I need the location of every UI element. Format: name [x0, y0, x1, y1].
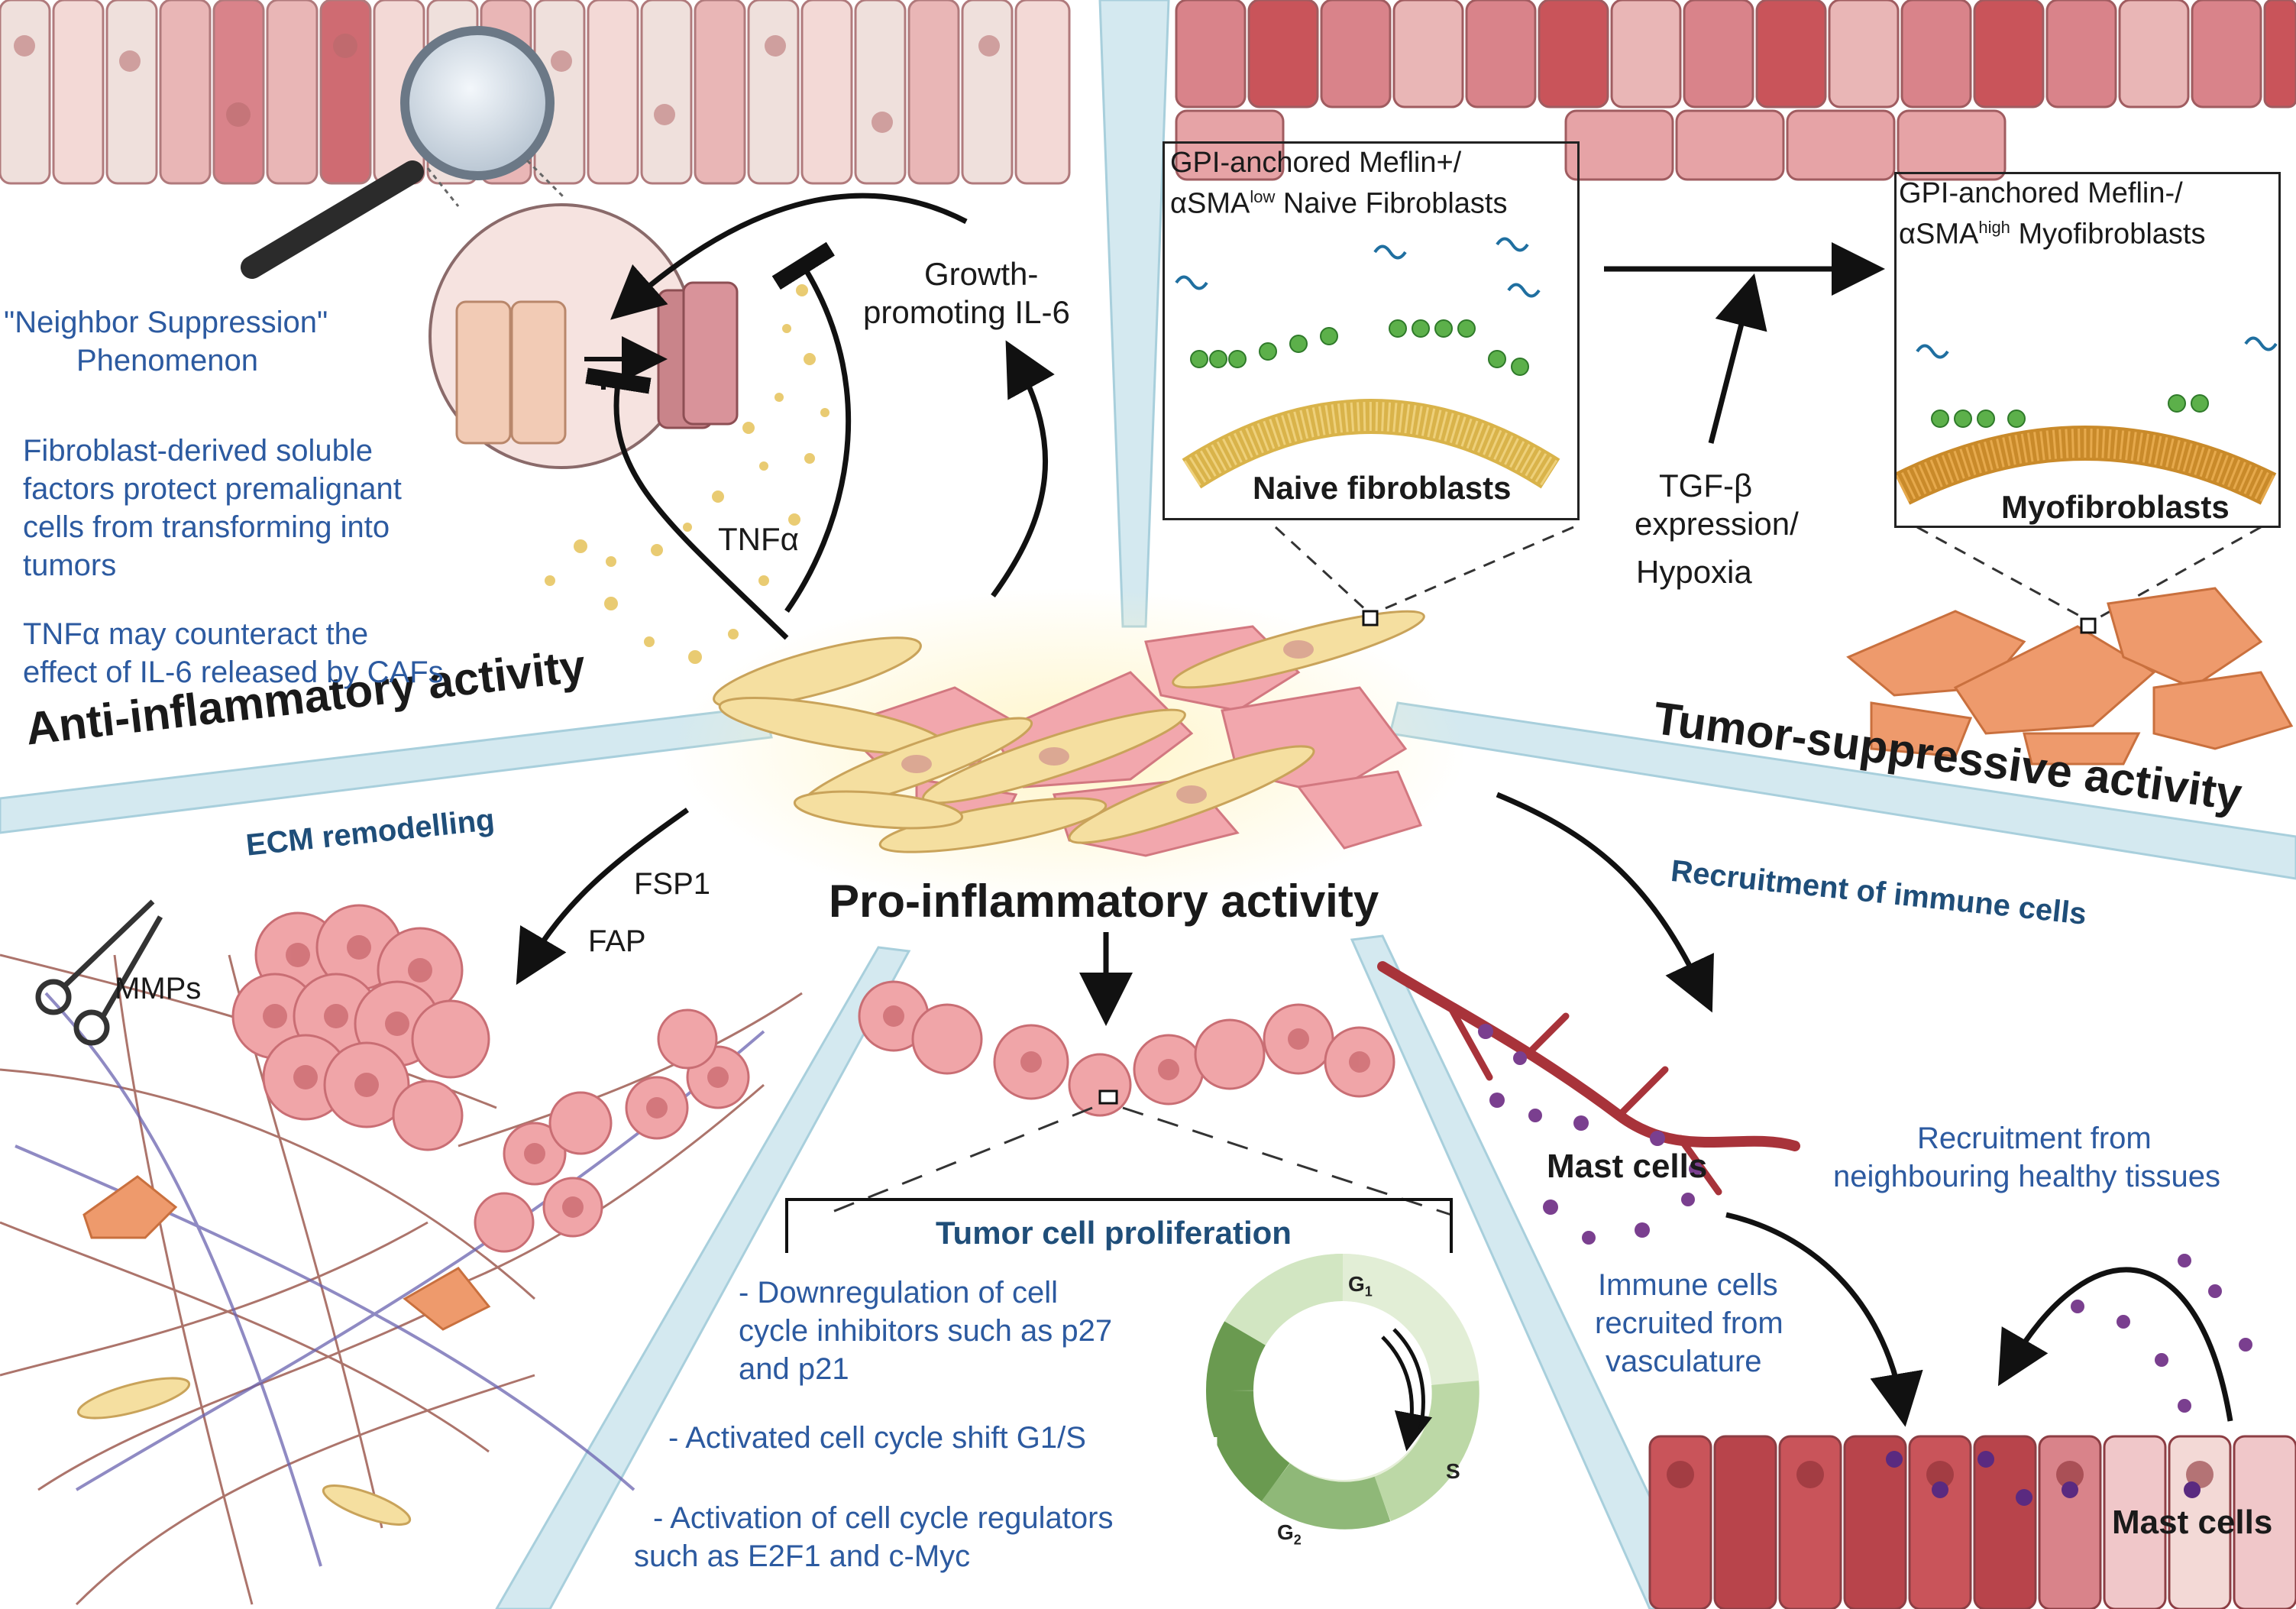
proliferation-title: Tumor cell proliferation — [936, 1215, 1292, 1251]
epithelium-bottom-right — [1648, 1435, 2296, 1609]
cycle-g1-letter: G — [1348, 1272, 1365, 1296]
cycle-g1-label: G1 — [1348, 1272, 1373, 1300]
soluble-factors — [545, 284, 829, 664]
zoom-circle — [428, 203, 739, 469]
tnfa-label: TNFα — [718, 521, 799, 557]
bullet3-line2: such as E2F1 and c-Myc — [634, 1539, 971, 1573]
vasc-line-3: vasculature — [1606, 1345, 1762, 1378]
naive-header-line1: GPI-anchored Meflin+/ — [1170, 147, 1462, 179]
growth-label-line2: promoting IL-6 — [863, 294, 1070, 330]
myo-header-high: high — [1978, 218, 2010, 237]
myo-header-line2: αSMAhigh Myofibroblasts — [1899, 218, 2205, 251]
vasc-line-1: Immune cells — [1598, 1268, 1778, 1302]
tnf-line-1: TNFα may counteract the — [23, 617, 369, 651]
myo-header-rest: Myofibroblasts — [2010, 218, 2206, 251]
tgf-line-2: expression/ — [1635, 506, 1799, 542]
recruit-line-2: neighbouring healthy tissues — [1833, 1160, 2221, 1193]
growth-label-line1: Growth- — [924, 256, 1039, 292]
mast-cell-dots — [1478, 1024, 2252, 1413]
cycle-g2-sub: 2 — [1293, 1532, 1302, 1548]
myo-header-asma: αSMA — [1899, 218, 1979, 251]
bullet1-line3: and p21 — [739, 1352, 849, 1386]
fap-label: FAP — [588, 924, 646, 958]
protect-line-1: Fibroblast-derived soluble — [23, 434, 374, 468]
tumor-cells-row — [858, 980, 1395, 1117]
scissors-icon — [35, 899, 163, 1046]
myo-membrane — [1893, 336, 2278, 505]
tnf-line-2: effect of IL-6 released by CAFs — [23, 656, 444, 689]
cycle-m-label: M — [1201, 1433, 1219, 1456]
ecm-fibroblasts — [82, 1175, 491, 1331]
mmps-label: MMPs — [115, 972, 202, 1005]
naive-header-low: low — [1250, 187, 1276, 206]
neighbor-suppression-line2: Phenomenon — [76, 344, 258, 377]
epithelium-top-right — [1175, 0, 2296, 108]
vasc-line-2: recruited from — [1595, 1306, 1783, 1340]
tgf-line-3: Hypoxia — [1636, 554, 1752, 590]
bullet1-line1: - Downregulation of cell — [739, 1276, 1058, 1310]
cycle-g1-sub: 1 — [1364, 1284, 1373, 1300]
cycle-s-label: S — [1446, 1459, 1460, 1483]
naive-fibroblasts-label: Naive fibroblasts — [1253, 470, 1512, 506]
mast-cells-label-1: Mast cells — [1547, 1148, 1708, 1185]
myofibroblasts-label: Myofibroblasts — [2001, 489, 2230, 525]
mast-cells-label-2: Mast cells — [2112, 1504, 2273, 1541]
epithelium-top-right-lower — [1175, 109, 2007, 181]
central-fibroblast-cluster — [672, 588, 1467, 909]
fsp1-label: FSP1 — [634, 867, 711, 901]
pro-inflammatory-title: Pro-inflammatory activity — [829, 876, 1379, 927]
myo-header-line1: GPI-anchored Meflin-/ — [1899, 177, 2183, 209]
bullet2: - Activated cell cycle shift G1/S — [668, 1421, 1086, 1455]
bullet3-line1: - Activation of cell cycle regulators — [653, 1501, 1114, 1535]
naive-header-rest: Naive Fibroblasts — [1275, 187, 1508, 220]
myofibroblast-box — [1894, 172, 2281, 528]
naive-membrane — [1175, 237, 1560, 489]
neighbor-suppression-line1: "Neighbor Suppression" — [4, 306, 328, 339]
naive-header-line2: αSMAlow Naive Fibroblasts — [1170, 187, 1507, 221]
protect-line-4: tumors — [23, 549, 117, 582]
blood-vessel-icon — [1377, 961, 1800, 1196]
naive-fibroblast-box — [1163, 141, 1580, 520]
cycle-g2-label: G2 — [1277, 1520, 1302, 1549]
cell-cycle-ring-icon — [1205, 1253, 1479, 1530]
recruit-line-1: Recruitment from — [1917, 1122, 2152, 1155]
tgf-line-1: TGF-β — [1659, 468, 1753, 503]
naive-header-asma: αSMA — [1170, 187, 1250, 220]
protect-line-3: cells from transforming into — [23, 510, 390, 544]
cycle-g2-letter: G — [1277, 1520, 1294, 1544]
myofibroblast-cluster — [1846, 587, 2294, 766]
magnifier-icon — [241, 26, 555, 279]
bullet1-line2: cycle inhibitors such as p27 — [739, 1314, 1113, 1348]
protect-line-2: factors protect premalignant — [23, 472, 402, 506]
